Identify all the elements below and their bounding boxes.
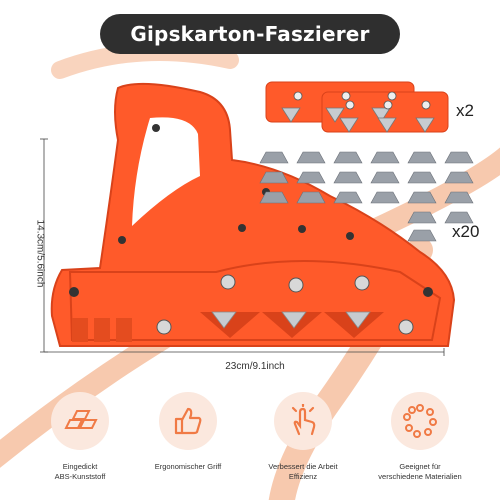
touch-icon — [274, 392, 332, 450]
blade-holders — [265, 81, 449, 133]
blade-icon — [444, 191, 474, 204]
blade-icon — [296, 171, 326, 184]
blade-icon — [259, 171, 289, 184]
blade-icon — [370, 171, 400, 184]
replacement-blades — [259, 151, 474, 242]
blade-icon — [407, 171, 437, 184]
blade-icon — [444, 151, 474, 164]
blade-icon — [407, 191, 437, 204]
blade-icon — [296, 191, 326, 204]
blade-quantity: x20 — [452, 222, 480, 241]
feature-label: Geeignet für — [399, 462, 441, 471]
blade-holder-quantity: x2 — [456, 101, 474, 120]
blade-icon — [296, 151, 326, 164]
dimension-lines — [40, 138, 445, 356]
blade-icon — [370, 151, 400, 164]
feature-grip: Ergonomischer Griff — [138, 392, 238, 472]
material-bars-icon — [51, 392, 109, 450]
blade-icon — [407, 151, 437, 164]
blade-icon — [259, 151, 289, 164]
feature-label: Verbessert die Arbeit — [268, 462, 338, 471]
blade-icon — [333, 171, 363, 184]
blade-icon — [333, 151, 363, 164]
feature-label: Effizienz — [288, 472, 318, 481]
blade-icon — [370, 191, 400, 204]
blade-icon — [333, 191, 363, 204]
plane-body — [50, 82, 456, 347]
tool-illustration — [40, 81, 474, 356]
feature-label: Ergonomischer Griff — [154, 462, 222, 471]
product-title: Gipskarton-Faszierer — [100, 14, 400, 54]
blade-icon — [444, 171, 474, 184]
feature-label: verschiedene Materialien — [378, 472, 462, 481]
feature-label: Eingedickt — [62, 462, 98, 471]
blade-icon — [407, 229, 437, 242]
blade-icon — [259, 191, 289, 204]
thumbs-up-icon — [159, 392, 217, 450]
circle-dots-icon — [391, 392, 449, 450]
blade-icon — [407, 211, 437, 224]
width-dimension-label: 23cm/9.1inch — [225, 361, 285, 372]
blade-icon — [444, 211, 474, 224]
feature-label: ABS-Kunststoff — [54, 472, 106, 481]
height-dimension-label: 14.3cm/5.6inch — [34, 219, 46, 288]
